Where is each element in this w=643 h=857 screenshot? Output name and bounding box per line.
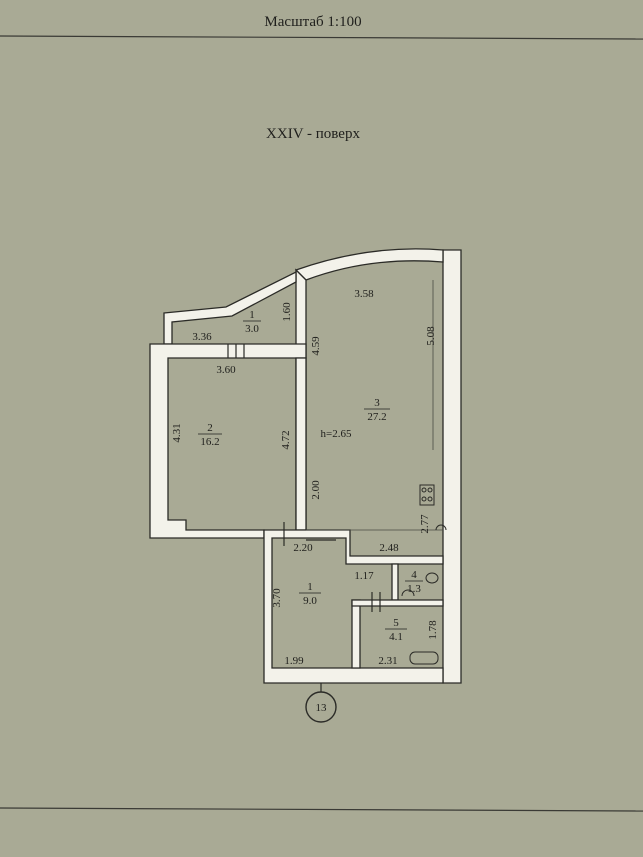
dim-wc-width: 1.17 xyxy=(354,570,374,582)
fixtures xyxy=(401,484,447,665)
dim-room2-left: 4.31 xyxy=(171,423,183,442)
wall-hall xyxy=(263,529,444,684)
toilet-icon xyxy=(425,572,439,584)
room-1-area: 3.0 xyxy=(245,323,259,335)
bathtub-icon xyxy=(409,651,439,665)
dim-hall-bottom: 1.99 xyxy=(284,655,304,667)
floor-title: XXIV - поверх xyxy=(266,126,360,142)
washbasin-icon xyxy=(401,589,415,597)
wall-bath-left xyxy=(351,599,361,669)
room-5-number: 5 xyxy=(393,617,399,629)
room3-details xyxy=(306,280,443,531)
dim-balcony-width: 3.36 xyxy=(192,331,212,343)
dim-corridor: 2.48 xyxy=(379,542,399,554)
hall-area: 9.0 xyxy=(303,595,317,607)
scale-label: Масштаб 1:100 xyxy=(264,14,361,30)
dim-hall-top: 2.20 xyxy=(293,542,313,554)
wall-balcony xyxy=(163,270,297,345)
room-labels: 1 3.0 2 16.2 3 27.2 1 9.0 4 1.3 5 4.1 xyxy=(198,309,423,643)
building-number: 13 xyxy=(316,702,328,714)
stove-icon xyxy=(419,484,435,506)
dim-room3-right: 5.08 xyxy=(425,326,437,346)
stove-burner-icon xyxy=(421,487,427,493)
dim-kitchen-side: 2.77 xyxy=(419,514,431,534)
room-5-area: 4.1 xyxy=(389,631,403,643)
room-1-number: 1 xyxy=(249,309,255,321)
wall-bath-top xyxy=(351,599,444,607)
hall-number: 1 xyxy=(307,581,313,593)
room-4-number: 4 xyxy=(411,569,417,581)
dim-room3-left-lower: 2.00 xyxy=(310,480,322,500)
stove-burner-icon xyxy=(427,496,433,502)
dim-room2-width: 3.60 xyxy=(216,364,236,376)
dim-room3-top: 3.58 xyxy=(354,288,374,300)
room-3-number: 3 xyxy=(374,397,380,409)
frame-top-line xyxy=(0,35,643,40)
door-marks xyxy=(227,344,381,612)
room-4-area: 1.3 xyxy=(407,583,421,595)
wall-top-curved xyxy=(294,248,444,281)
wall-right-outer xyxy=(442,249,462,684)
building-number-circle xyxy=(305,691,337,723)
wall-wc-left xyxy=(391,563,399,601)
stove-burner-icon xyxy=(427,487,433,493)
dim-bath-height: 1.78 xyxy=(427,620,439,640)
walls xyxy=(149,248,462,684)
ceiling-height: h=2.65 xyxy=(321,428,352,440)
dimension-labels: 3.36 1.60 3.60 4.31 4.72 3.58 4.59 2.00 … xyxy=(171,288,439,667)
room-2-number: 2 xyxy=(207,422,213,434)
dim-bath-width: 2.31 xyxy=(378,655,397,667)
room-3-area: 27.2 xyxy=(367,411,386,423)
wall-room2-right xyxy=(295,357,307,531)
dim-room2-right: 4.72 xyxy=(280,430,292,449)
stove-burner-icon xyxy=(421,496,427,502)
room-2-area: 16.2 xyxy=(200,436,219,448)
dim-room3-left-upper: 4.59 xyxy=(310,336,322,356)
dim-balcony-depth: 1.60 xyxy=(281,302,293,322)
wall-room2 xyxy=(149,343,307,539)
sink-icon xyxy=(435,524,447,531)
dim-hall-left: 3.70 xyxy=(271,588,283,608)
frame-bottom-line xyxy=(0,807,643,812)
